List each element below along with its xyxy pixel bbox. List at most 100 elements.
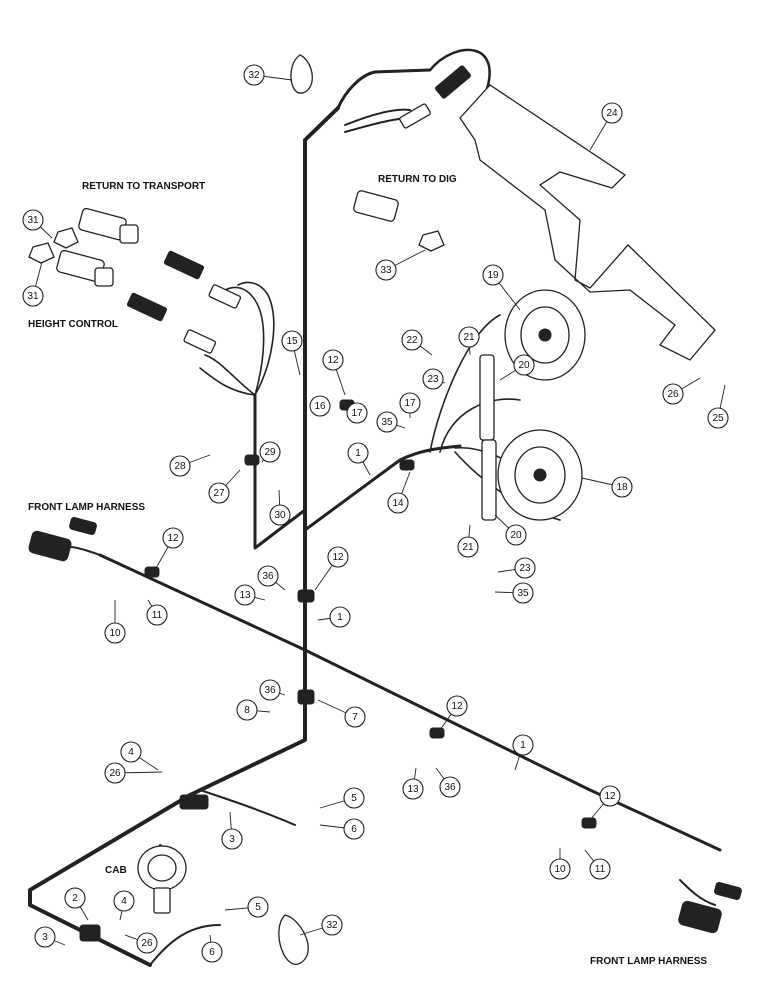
callout-number: 1	[520, 740, 526, 751]
callout-circle	[347, 442, 369, 464]
callout-c32a: 32	[243, 64, 293, 86]
callout-circle	[387, 492, 409, 514]
height-control-wire-1	[221, 286, 265, 396]
callout-c20b: 20	[494, 514, 527, 546]
callout-number: 17	[404, 398, 416, 409]
label-front-lamp-harness-bottom: FRONT LAMP HARNESS	[590, 956, 707, 967]
callout-number: 12	[451, 701, 463, 712]
callout-circle	[208, 482, 230, 504]
callout-number: 27	[213, 488, 225, 499]
callout-c25: 25	[707, 384, 729, 429]
callout-circle	[601, 102, 623, 124]
callout-number: 35	[381, 417, 393, 428]
callout-number: 3	[42, 932, 48, 943]
callout-c1a: 1	[347, 442, 371, 476]
horn-wire-upper-2	[439, 398, 521, 453]
callout-number: 35	[517, 588, 529, 599]
height-control-wire-2	[237, 281, 275, 396]
callout-circle	[201, 941, 223, 963]
callout-number: 26	[141, 938, 153, 949]
callout-number: 31	[27, 291, 39, 302]
callout-number: 11	[152, 610, 163, 621]
callout-circle	[446, 695, 468, 717]
return-to-dig-wire	[344, 108, 411, 126]
callout-c12b: 12	[154, 527, 184, 571]
callout-c29: 29	[259, 441, 281, 463]
callout-circle	[104, 622, 126, 644]
callout-c20a: 20	[499, 354, 535, 381]
clamp-right-2	[581, 817, 597, 829]
callout-c36a: 36	[257, 565, 286, 591]
horn-wire-upper-1	[429, 314, 501, 453]
callout-circle	[482, 264, 504, 286]
callout-circle	[513, 354, 535, 376]
callout-circle	[247, 896, 269, 918]
connector-transport	[163, 250, 205, 280]
horn-bracket	[459, 84, 716, 361]
callout-circle	[146, 604, 168, 626]
horn-lower	[497, 429, 583, 521]
callout-c4a: 4	[120, 741, 159, 771]
callout-number: 21	[463, 332, 475, 343]
callout-c5b: 5	[224, 896, 269, 918]
callout-number: 33	[380, 265, 392, 276]
horn-mount-upper	[479, 354, 495, 441]
callout-number: 12	[604, 791, 616, 802]
callout-c28: 28	[169, 454, 211, 477]
front-lamp-right-wire	[679, 879, 716, 906]
callout-circle	[439, 776, 461, 798]
callout-circle	[281, 330, 303, 352]
callout-circle	[343, 818, 365, 840]
callout-number: 11	[595, 864, 606, 875]
callout-number: 31	[27, 215, 39, 226]
callout-number: 10	[109, 628, 121, 639]
callout-number: 32	[326, 920, 338, 931]
callout-circle	[236, 699, 258, 721]
callout-circle	[322, 349, 344, 371]
callout-circle	[401, 329, 423, 351]
callout-circle	[662, 383, 684, 405]
callout-c2: 2	[64, 887, 89, 921]
callout-c1c: 1	[512, 734, 534, 771]
horn-mount-lower	[481, 439, 497, 521]
callout-number: 1	[337, 612, 343, 623]
callout-circle	[309, 395, 331, 417]
callout-c21b: 21	[457, 524, 479, 558]
cab-connector	[137, 845, 187, 914]
callout-c36c: 36	[435, 767, 461, 798]
callout-number: 24	[606, 108, 618, 119]
clamp-horn	[399, 459, 415, 471]
callout-circle	[113, 890, 135, 912]
callout-number: 32	[248, 70, 260, 81]
callout-c7: 7	[317, 699, 366, 728]
callout-number: 21	[462, 542, 474, 553]
callout-c13a: 13	[234, 584, 266, 606]
callout-circle	[457, 536, 479, 558]
clamp-right-1	[429, 727, 445, 739]
callout-circle	[512, 582, 534, 604]
callout-circle	[514, 557, 536, 579]
callout-c4b: 4	[113, 890, 135, 921]
callout-c10a: 10	[104, 600, 126, 644]
callout-circle	[169, 455, 191, 477]
callout-c8: 8	[236, 699, 271, 721]
callout-number: 30	[274, 510, 286, 521]
callout-circle	[104, 762, 126, 784]
callout-circle	[34, 926, 56, 948]
callout-circle	[327, 546, 349, 568]
callout-circle	[343, 787, 365, 809]
callout-number: 17	[351, 408, 363, 419]
callout-c11a: 11	[146, 599, 168, 626]
callout-circle	[402, 778, 424, 800]
callout-number: 23	[519, 563, 531, 574]
callout-number: 1	[355, 448, 361, 459]
ground-strap-top	[290, 54, 313, 94]
connector-top	[435, 65, 471, 99]
callout-number: 20	[518, 360, 530, 371]
callout-circle	[162, 527, 184, 549]
label-height-control: HEIGHT CONTROL	[28, 319, 118, 330]
callout-c26c: 26	[124, 932, 158, 954]
callout-number: 5	[255, 902, 261, 913]
clamp-cab-lower	[79, 924, 101, 942]
